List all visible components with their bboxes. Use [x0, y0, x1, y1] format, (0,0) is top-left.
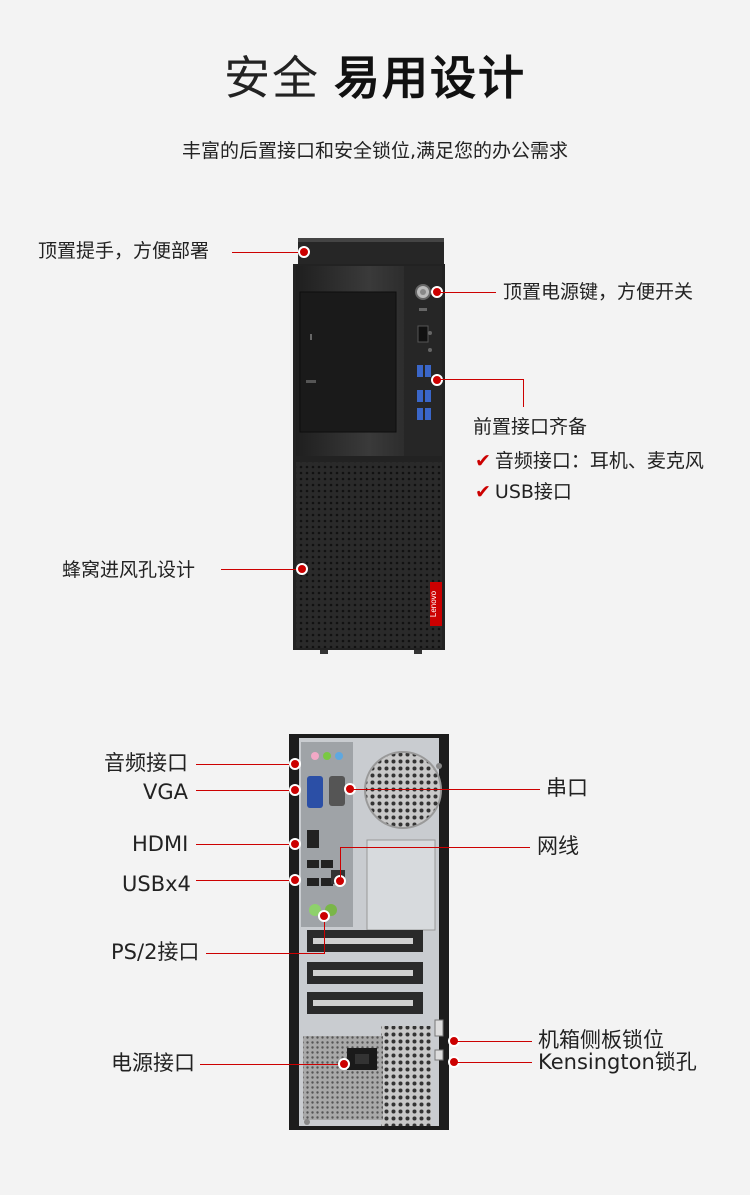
handle-label: 顶置提手，方便部署 — [38, 240, 210, 262]
front-ports-leader-line — [440, 379, 524, 380]
check-icon: ✔ — [475, 450, 491, 472]
page-title: 安全易用设计 — [0, 42, 750, 108]
front-ports-item-usb: ✔USB接口 — [475, 481, 572, 503]
brand-logo: Lenovo — [429, 590, 438, 617]
kensington-leader-line — [456, 1062, 532, 1063]
title-light: 安全 — [224, 51, 320, 105]
handle-leader-line — [232, 252, 304, 253]
vga-dot — [289, 784, 301, 796]
network-leader-line — [340, 847, 530, 848]
side-lock-leader-line — [456, 1041, 532, 1042]
psu-dot — [338, 1058, 350, 1070]
psu-leader-line — [200, 1064, 340, 1065]
page-subtitle: 丰富的后置接口和安全锁位,满足您的办公需求 — [181, 140, 569, 162]
ps2-leader-line — [206, 953, 324, 954]
front-ports-label: 前置接口齐备 — [473, 416, 588, 438]
usb-label: USBx4 — [122, 872, 191, 896]
network-leader-vline — [340, 847, 341, 877]
serial-label: 串口 — [546, 776, 588, 800]
power-leader-line — [440, 292, 496, 293]
network-label: 网线 — [537, 834, 579, 858]
usb-leader-line — [196, 880, 294, 881]
hdmi-dot — [289, 838, 301, 850]
serial-leader-line — [352, 789, 540, 790]
ps2-dot — [318, 910, 330, 922]
hdmi-leader-line — [196, 844, 294, 845]
vent-label: 蜂窝进风孔设计 — [62, 559, 196, 581]
ps2-leader-vline — [324, 916, 325, 954]
check-icon: ✔ — [475, 481, 491, 503]
front-pc-illustration: Lenovo — [293, 238, 445, 654]
ps2-label: PS/2接口 — [111, 940, 200, 964]
audio-dot — [289, 758, 301, 770]
rear-pc-illustration — [289, 734, 449, 1130]
vent-dot — [296, 563, 308, 575]
kensington-label: Kensington锁孔 — [538, 1050, 697, 1074]
vga-leader-line — [196, 790, 294, 791]
vga-label: VGA — [143, 780, 189, 804]
title-bold: 易用设计 — [334, 51, 526, 105]
handle-dot — [298, 246, 310, 258]
front-ports-dot — [431, 374, 443, 386]
audio-label: 音频接口 — [104, 751, 188, 775]
vent-leader-line — [221, 569, 301, 570]
power-button-label: 顶置电源键，方便开关 — [503, 281, 694, 303]
audio-leader-line — [196, 764, 294, 765]
usb-dot — [289, 874, 301, 886]
side-lock-label: 机箱侧板锁位 — [538, 1028, 664, 1052]
front-ports-leader-vline — [523, 379, 524, 407]
hdmi-label: HDMI — [132, 832, 189, 856]
front-ports-item-audio: ✔音频接口：耳机、麦克风 — [475, 450, 704, 472]
psu-label: 电源接口 — [111, 1051, 195, 1075]
